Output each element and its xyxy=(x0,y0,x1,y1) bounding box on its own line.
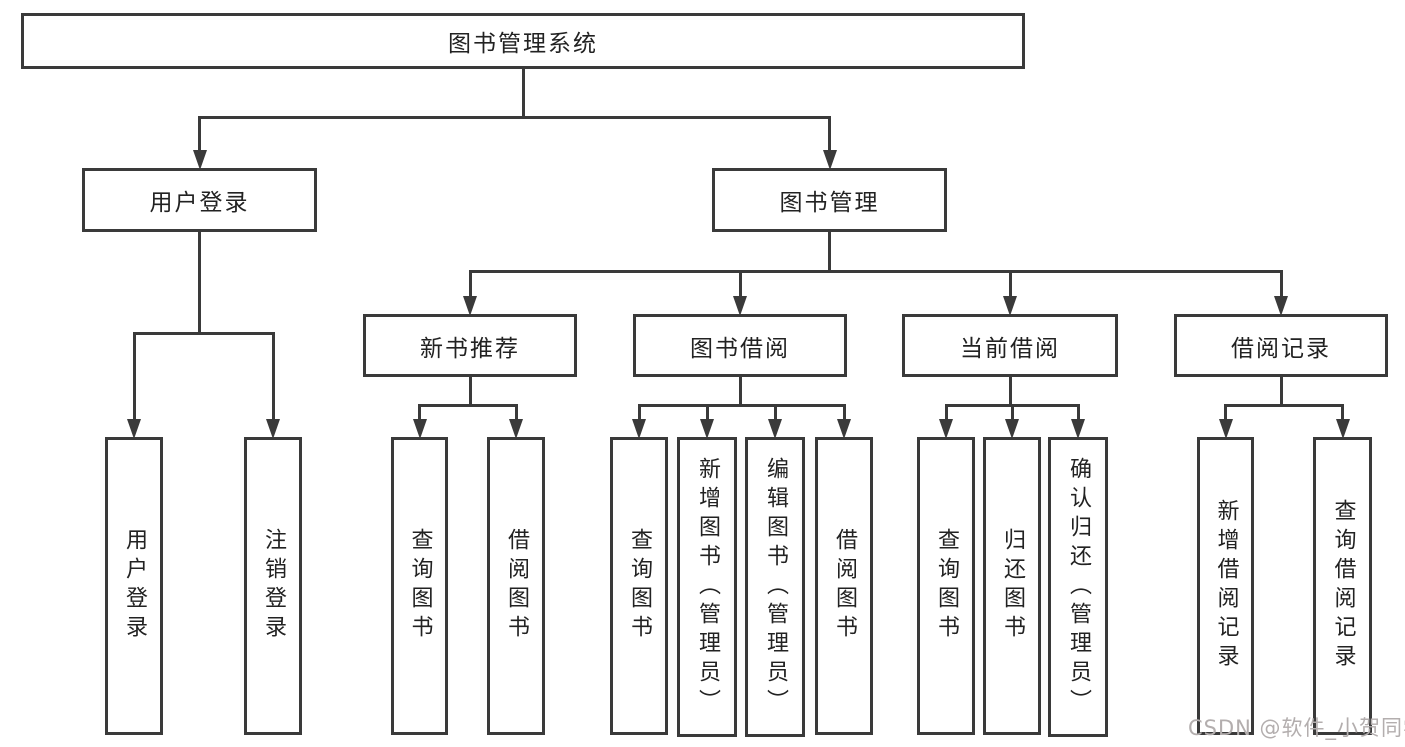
leaf-add-book-admin-label: 新增图书（管理员） xyxy=(695,456,720,718)
connector-line xyxy=(1008,375,1012,407)
arrowhead-icon xyxy=(463,296,477,316)
leaf-query-books-1-label: 查询图书 xyxy=(407,528,433,644)
leaf-logout-label: 注销登录 xyxy=(261,528,286,644)
connector-line xyxy=(637,404,641,421)
connector-line xyxy=(828,116,831,152)
arrowhead-icon xyxy=(1005,419,1019,439)
leaf-add-borrow-record: 新增借阅记录 xyxy=(1197,437,1254,735)
arrowhead-icon xyxy=(768,419,782,439)
arrowhead-icon xyxy=(127,419,141,439)
csdn-watermark: CSDN @软件_小贺同学 xyxy=(1188,716,1405,740)
connector-line xyxy=(514,404,518,421)
leaf-user-login-label: 用户登录 xyxy=(122,528,147,644)
leaf-confirm-return-admin: 确认归还（管理员） xyxy=(1048,437,1108,737)
leaf-borrow-books-2-label: 借阅图书 xyxy=(832,528,857,644)
connector-line xyxy=(418,404,518,407)
connector-line xyxy=(1008,270,1012,298)
connector-line xyxy=(1279,375,1283,407)
leaf-query-books-2-label: 查询图书 xyxy=(627,528,652,644)
connector-line xyxy=(842,404,846,421)
connector-line xyxy=(773,404,777,421)
connector-line xyxy=(468,270,472,298)
connector-line xyxy=(132,332,136,421)
arrowhead-icon xyxy=(632,419,646,439)
connector-line xyxy=(1076,404,1080,421)
arrowhead-icon xyxy=(939,419,953,439)
connector-line xyxy=(1224,404,1227,421)
leaf-borrow-books-2: 借阅图书 xyxy=(815,437,873,735)
arrowhead-icon xyxy=(1274,296,1288,316)
leaf-logout: 注销登录 xyxy=(244,437,302,735)
leaf-query-borrow-record-label: 查询借阅记录 xyxy=(1330,499,1356,673)
connector-line xyxy=(271,332,275,421)
connector-line xyxy=(198,230,201,335)
leaf-query-borrow-record: 查询借阅记录 xyxy=(1313,437,1372,735)
connector-line xyxy=(1279,270,1283,298)
leaf-query-books-2: 查询图书 xyxy=(610,437,668,735)
node-borrowing-records: 借阅记录 xyxy=(1174,314,1388,377)
arrowhead-icon xyxy=(1071,419,1085,439)
connector-line xyxy=(132,332,275,335)
arrowhead-icon xyxy=(266,419,280,439)
arrowhead-icon xyxy=(192,150,207,170)
leaf-borrow-books-1: 借阅图书 xyxy=(487,437,545,735)
connector-line xyxy=(1341,404,1344,421)
leaf-borrow-books-1-label: 借阅图书 xyxy=(504,528,529,644)
connector-line xyxy=(521,67,525,119)
node-current-borrowing: 当前借阅 xyxy=(902,314,1118,377)
connector-line xyxy=(738,270,742,298)
arrowhead-icon xyxy=(412,419,427,439)
node-book-management: 图书管理 xyxy=(712,168,947,232)
connector-line xyxy=(1224,404,1344,407)
arrowhead-icon xyxy=(822,150,837,170)
leaf-query-books-3: 查询图书 xyxy=(917,437,975,735)
leaf-add-borrow-record-label: 新增借阅记录 xyxy=(1213,499,1239,673)
node-user-login: 用户登录 xyxy=(82,168,317,232)
connector-line xyxy=(705,404,709,421)
leaf-user-login: 用户登录 xyxy=(105,437,163,735)
node-library-management-system: 图书管理系统 xyxy=(21,13,1025,69)
connector-line xyxy=(468,375,472,407)
connector-line xyxy=(468,270,1283,273)
connector-line xyxy=(198,116,201,152)
connector-line xyxy=(637,404,846,407)
arrowhead-icon xyxy=(1335,419,1350,439)
arrowhead-icon xyxy=(1003,296,1017,316)
leaf-confirm-return-admin-label: 确认归还（管理员） xyxy=(1066,456,1091,718)
leaf-edit-book-admin: 编辑图书（管理员） xyxy=(745,437,805,737)
connector-line xyxy=(828,230,831,273)
leaf-edit-book-admin-label: 编辑图书（管理员） xyxy=(763,456,788,718)
leaf-return-books: 归还图书 xyxy=(983,437,1041,735)
arrowhead-icon xyxy=(1218,419,1233,439)
leaf-query-books-3-label: 查询图书 xyxy=(934,528,959,644)
node-book-borrowing: 图书借阅 xyxy=(633,314,847,377)
arrowhead-icon xyxy=(700,419,714,439)
leaf-query-books-1: 查询图书 xyxy=(391,437,448,735)
arrowhead-icon xyxy=(733,296,747,316)
connector-line xyxy=(198,116,831,119)
arrowhead-icon xyxy=(837,419,851,439)
leaf-add-book-admin: 新增图书（管理员） xyxy=(677,437,737,737)
connector-line xyxy=(944,404,948,421)
node-new-book-recommendation: 新书推荐 xyxy=(363,314,577,377)
connector-line xyxy=(418,404,421,421)
leaf-return-books-label: 归还图书 xyxy=(1000,528,1025,644)
connector-line xyxy=(1010,404,1014,421)
connector-line xyxy=(738,375,742,407)
arrowhead-icon xyxy=(509,419,523,439)
